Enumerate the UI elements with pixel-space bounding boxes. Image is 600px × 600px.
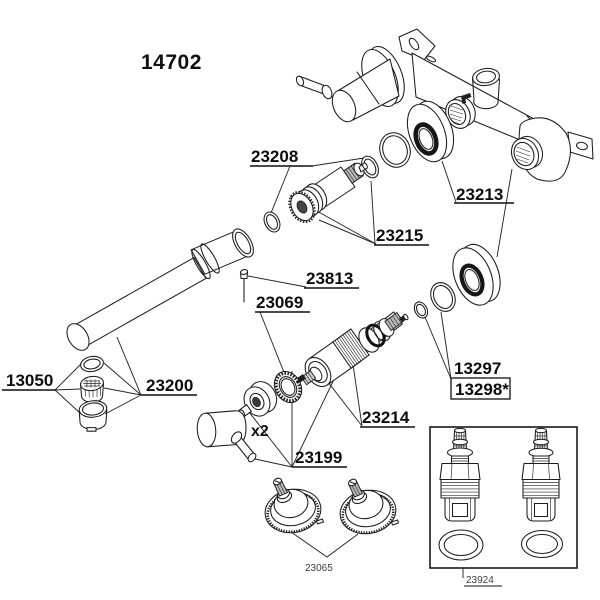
valve-cartridge-lower <box>296 328 370 388</box>
wall-escutcheon-1 <box>406 100 455 163</box>
handle-lever <box>295 46 405 123</box>
leader-lines <box>54 157 513 578</box>
o-ring-large-lower <box>430 282 456 312</box>
o-ring-upper-right <box>361 155 379 179</box>
aerator-ring <box>80 355 104 373</box>
aerator-insert <box>79 375 105 403</box>
brand-mark-icon <box>461 93 472 104</box>
part-labels: 14702 23208 23213 23215 23813 23069 1329… <box>2 51 514 587</box>
cartridge-bonnet-stem <box>358 311 409 353</box>
body-slot <box>425 55 437 63</box>
handle-dome-left <box>264 477 325 534</box>
o-ring-large-upper <box>379 132 411 168</box>
part-label-23208: 23208 <box>251 147 298 166</box>
aerator-housing-nut <box>78 400 108 432</box>
valve-cartridge-upper <box>288 162 368 224</box>
part-label-23200: 23200 <box>146 376 193 395</box>
service-kit-box <box>429 426 578 569</box>
diagram-title: 14702 <box>141 51 202 74</box>
part-label-box <box>450 377 511 400</box>
set-screw <box>239 268 249 303</box>
kit-o-ring-left <box>438 529 484 561</box>
part-label-23069: 23069 <box>256 293 303 312</box>
handle-adapter <box>238 381 278 418</box>
part-label-23199: 23199 <box>295 448 342 467</box>
part-label-23214: 23214 <box>362 408 410 427</box>
part-label-13050: 13050 <box>6 371 53 390</box>
part-label-23065: 23065 <box>305 563 333 574</box>
dome-spline-stem <box>348 478 368 505</box>
spout-tube <box>66 228 254 351</box>
handle-dome-right <box>339 478 400 535</box>
mounting-ear-right <box>567 131 594 160</box>
dome-spline-stem <box>273 477 293 504</box>
part-label-13298: 13298* <box>455 380 509 399</box>
o-ring-small-lower <box>413 301 429 319</box>
part-label-23813: 23813 <box>306 269 353 288</box>
kit-cartridge-right <box>521 427 561 522</box>
quantity-label: x2 <box>251 423 269 440</box>
part-label-23213: 23213 <box>456 185 503 204</box>
part-label-23215: 23215 <box>376 226 423 245</box>
mounting-flange-left <box>398 28 436 61</box>
handle-grip <box>196 410 257 463</box>
o-ring-upper-left <box>263 211 281 233</box>
kit-cartridge-left <box>439 427 481 522</box>
faucet-body-assembly <box>295 28 594 182</box>
toothed-lock-ring <box>273 370 303 404</box>
left-threaded-port <box>445 96 476 129</box>
part-label-23924: 23924 <box>466 575 494 586</box>
elbow-port <box>510 117 572 182</box>
kit-o-ring-right <box>520 529 564 559</box>
part-label-13297: 13297 <box>454 359 501 378</box>
wall-escutcheon-2 <box>452 243 501 306</box>
top-port <box>471 67 501 110</box>
